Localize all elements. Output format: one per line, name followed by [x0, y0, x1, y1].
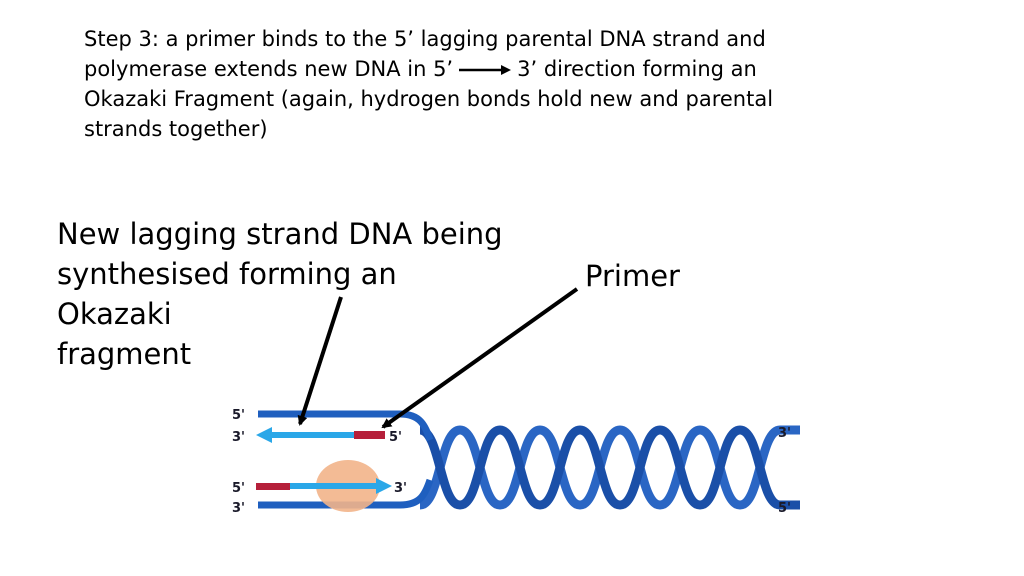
step-line-2: polymerase extends new DNA in 5’ 3’ direc…	[84, 54, 884, 84]
lagging-label-line-2: synthesised forming an	[57, 257, 397, 291]
step-line-2-end: 3’ direction forming an	[517, 57, 757, 81]
lagging-primer	[354, 431, 385, 439]
step-description: Step 3: a primer binds to the 5’ lagging…	[84, 24, 884, 144]
step-line-2-start: polymerase extends new DNA in 5’	[84, 57, 454, 81]
bottom-left-3-label: 3'	[232, 501, 245, 516]
lagging-pointer-arrow	[297, 296, 343, 426]
leading-strand	[256, 478, 392, 494]
top-left-5-label: 5'	[232, 408, 245, 423]
primer-label: Primer	[585, 259, 680, 293]
direction-arrow-icon	[459, 65, 512, 75]
leading-end-3-label: 3'	[394, 481, 407, 496]
leading-arrowhead	[376, 478, 392, 494]
right-bottom-5-label: 5'	[778, 501, 791, 516]
top-left-3-label: 3'	[232, 430, 245, 445]
lagging-arrowhead	[256, 427, 272, 443]
lagging-label-line-3: Okazaki	[57, 297, 172, 331]
bottom-left-5-label: 5'	[232, 481, 245, 496]
step-line-4: strands together)	[84, 117, 268, 141]
lagging-label-line-1: New lagging strand DNA being	[57, 217, 503, 251]
lagging-okazaki-fragment	[256, 427, 385, 443]
primer-pointer-arrow	[381, 287, 579, 429]
step-line-1: Step 3: a primer binds to the 5’ lagging…	[84, 27, 766, 51]
primer-end-5-label: 5'	[389, 430, 402, 445]
bottom-parental-strand	[258, 478, 434, 509]
helix-strand-front	[418, 425, 800, 510]
lagging-label-line-4: fragment	[57, 337, 192, 371]
double-helix	[418, 425, 800, 510]
step-line-3: Okazaki Fragment (again, hydrogen bonds …	[84, 87, 774, 111]
right-top-3-label: 3'	[778, 426, 791, 441]
leading-primer	[256, 483, 290, 490]
lagging-strand-label: New lagging strand DNA being synthesised…	[57, 214, 557, 374]
